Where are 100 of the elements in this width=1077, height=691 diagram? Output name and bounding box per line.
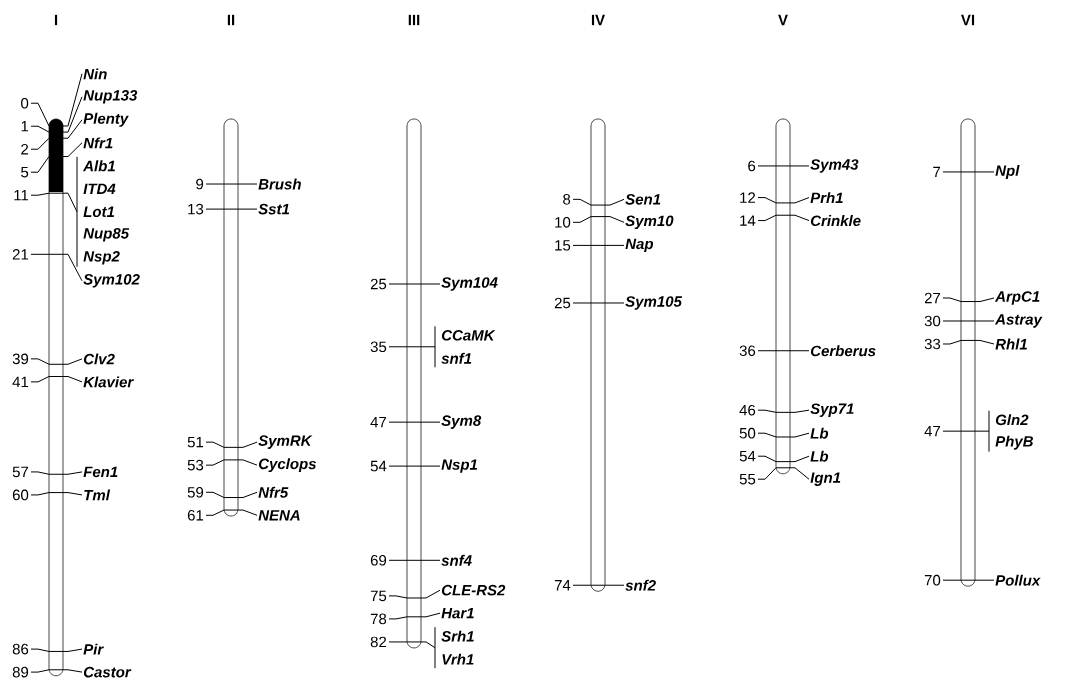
chromosome-number: IV [591,14,605,26]
gene-label: Npl [995,164,1020,179]
gene-label: Sym102 [83,274,140,288]
gene-label: Sym104 [441,277,498,291]
chromosome-bar [590,118,606,592]
chromosome-bar [775,118,791,475]
edge-label: 30 [923,314,942,328]
edge-label: 8 [561,193,572,206]
edge-label: 41 [11,375,30,389]
marker-line [757,432,810,438]
gene-label: Cyclops [258,458,317,473]
edge-label: 61 [186,508,205,522]
gene-label: Vrh1 [442,653,474,665]
gene-label: Nfr1 [83,137,113,149]
edge-label: 89 [11,665,30,679]
edge-label: 78 [369,612,388,626]
gene-label: Lb [810,450,829,462]
edge-label: 35 [369,340,388,354]
marker-line [30,669,83,673]
gene-label: ArpC1 [994,291,1040,305]
edge-label: 60 [11,488,30,502]
marker-line [942,171,995,173]
edge-label: 70 [923,573,942,587]
marker-line [757,455,810,463]
marker-line [30,119,83,150]
gene-label: Brush [258,178,301,190]
gene-label: Syp71 [810,403,854,417]
marker-line [757,467,810,480]
edge-label: 69 [369,554,388,567]
marker-line [757,350,810,352]
edge-label: 21 [11,248,30,261]
gene-label: snf4 [441,554,472,566]
gene-label: PhyB [995,435,1033,450]
chromosome-number: VI [961,14,975,26]
marker-line [205,441,258,448]
marker-line [30,142,83,173]
marker-line [30,73,83,127]
edge-label: 57 [11,465,30,479]
marker-line [388,612,441,620]
marker-line [388,559,441,561]
marker-line [942,320,995,322]
marker-line [30,96,83,133]
marker-line [572,584,625,586]
marker-line [205,509,258,516]
chromosome-bar [223,118,239,517]
marker-line [572,216,625,223]
marker-line [942,579,995,581]
marker-line [757,165,810,167]
gene-label: Nfr5 [258,486,289,498]
gene-label: Klavier [83,376,134,388]
gene-label: Prh1 [810,192,843,203]
edge-label: 14 [738,214,757,227]
marker-line [205,459,258,466]
gene-label: Sen1 [625,194,661,205]
marker-line [30,648,83,652]
marker-line [30,492,83,496]
gene-label: Tml [84,489,111,501]
edge-label: 51 [186,435,205,449]
edge-label: 11 [12,189,30,202]
gene-label: Srh1 [441,630,474,642]
gene-label: Sym10 [625,215,674,230]
edge-label: 50 [738,426,757,440]
edge-label: 12 [738,191,757,204]
chromosome-number: V [778,14,788,26]
edge-label: 25 [369,277,388,291]
edge-label: 39 [11,352,30,366]
marker-line [572,198,625,206]
chromosome-bar [48,118,64,677]
gene-label: snf2 [625,579,656,591]
marker-line [205,491,258,498]
chromosome-number: I [54,14,58,26]
gene-label: ITD4 [83,183,116,194]
chromosome-number: III [408,14,420,26]
edge-label: 10 [553,216,572,229]
gene-label: Sym43 [810,159,859,173]
edge-label: 46 [738,403,757,417]
edge-label: 36 [738,344,757,358]
marker-line [388,421,441,423]
gene-label: Gln2 [995,414,1029,426]
gene-label: Rhl1 [995,338,1027,350]
gene-label: Sst1 [258,203,290,215]
chromosome-bar [960,118,976,587]
gene-label: Nsp1 [441,459,478,473]
marker-line [942,297,995,303]
marker-line [388,283,441,285]
marker-line [30,376,83,383]
chromosome-number: II [227,14,235,26]
gene-label: Cerberus [810,345,876,357]
marker-line [388,626,436,669]
marker-line [757,214,810,222]
gene-label: Lb [810,427,829,439]
gene-label: Crinkle [810,215,861,227]
gene-label: Clv2 [83,353,115,365]
edge-label: 1 [19,120,30,133]
edge-label: 15 [553,239,572,252]
edge-label: 7 [931,165,942,179]
marker-line [388,465,441,467]
gene-label: Pir [83,643,104,655]
marker-line [942,410,990,453]
gene-label: Pollux [995,574,1041,586]
